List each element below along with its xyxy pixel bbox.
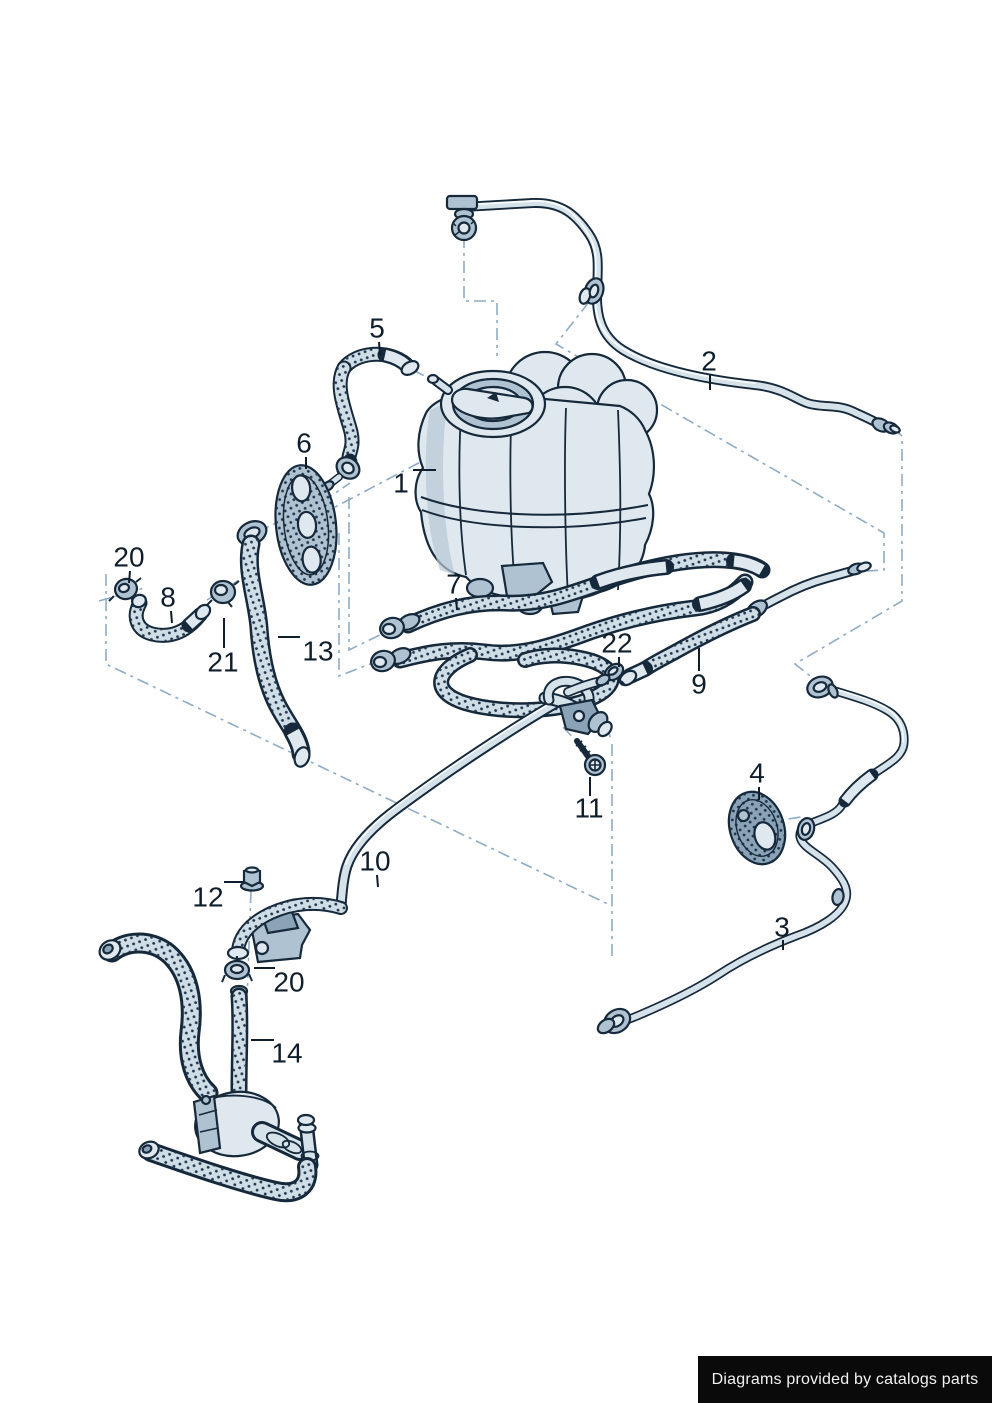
part-callout-4[interactable]: 4 — [749, 758, 765, 801]
clamp-20b-illustration — [221, 956, 253, 983]
footer-text: Diagrams provided by catalogs parts — [711, 1370, 979, 1388]
svg-text:1: 1 — [393, 468, 409, 499]
grommet-4-illustration — [727, 790, 787, 866]
pipe-9-illustration — [618, 561, 872, 687]
bracket-6-illustration — [274, 464, 338, 586]
svg-text:21: 21 — [207, 647, 238, 678]
part-callout-3[interactable]: 3 — [774, 912, 790, 951]
screw-11-illustration — [574, 738, 607, 777]
part-callout-12[interactable]: 12 — [192, 881, 243, 913]
svg-text:6: 6 — [296, 428, 312, 459]
part-callout-6[interactable]: 6 — [296, 428, 312, 470]
svg-text:20: 20 — [273, 967, 304, 998]
junction-pipe-10-illustration — [226, 673, 613, 964]
svg-text:2: 2 — [701, 346, 717, 377]
part-callout-8[interactable]: 8 — [160, 582, 176, 624]
svg-text:12: 12 — [192, 882, 223, 913]
footer-attribution-bar: Diagrams provided by catalogs parts — [698, 1356, 992, 1403]
part-callout-14[interactable]: 14 — [251, 1038, 303, 1069]
svg-text:8: 8 — [160, 582, 176, 613]
hose-8-illustration — [128, 593, 212, 643]
svg-text:4: 4 — [749, 758, 765, 789]
nut-12-illustration — [239, 866, 265, 892]
clamp-21-illustration — [206, 579, 240, 608]
svg-text:3: 3 — [774, 912, 790, 943]
part-callout-2[interactable]: 2 — [701, 346, 717, 391]
part-callout-5[interactable]: 5 — [369, 313, 385, 356]
part-callout-22[interactable]: 22 — [601, 628, 633, 668]
vent-pipe-2-illustration — [445, 194, 901, 435]
hose-14-valve-illustration — [98, 932, 320, 1203]
pipe-3-illustration — [596, 675, 909, 1035]
svg-text:14: 14 — [271, 1038, 302, 1069]
svg-text:20: 20 — [113, 542, 144, 573]
part-callout-20[interactable]: 20 — [254, 967, 305, 998]
callout-layer: 5 2 6 1 20 8 7 22 21 13 9 11 4 10 12 20 3 14 — [113, 313, 789, 1069]
part-callout-21[interactable]: 21 — [207, 618, 239, 678]
svg-text:13: 13 — [302, 636, 333, 667]
part-callout-9[interactable]: 9 — [691, 648, 707, 700]
svg-text:5: 5 — [369, 313, 385, 344]
svg-text:9: 9 — [691, 669, 707, 700]
svg-text:22: 22 — [601, 628, 632, 659]
svg-text:7: 7 — [446, 569, 462, 600]
part-callout-1[interactable]: 1 — [393, 468, 436, 499]
svg-text:10: 10 — [359, 846, 390, 877]
part-callout-10[interactable]: 10 — [359, 846, 391, 888]
part-callout-7[interactable]: 7 — [446, 569, 462, 611]
part-callout-13[interactable]: 13 — [278, 636, 334, 667]
svg-text:11: 11 — [574, 793, 603, 824]
part-callout-11[interactable]: 11 — [574, 777, 604, 824]
part-callout-20[interactable]: 20 — [113, 542, 145, 584]
warning-triangle-icon — [487, 392, 499, 402]
hose-13-illustration — [236, 520, 311, 768]
